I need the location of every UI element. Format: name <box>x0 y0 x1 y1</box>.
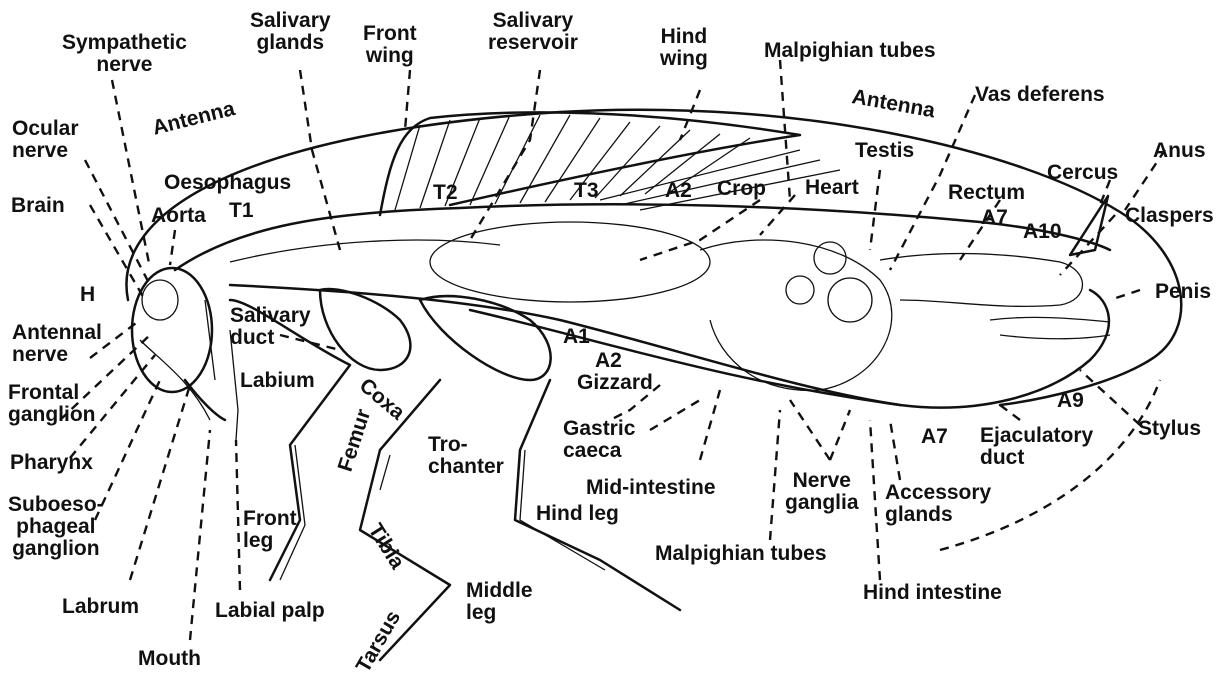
label-hind-intestine: Hind intestine <box>863 582 1002 604</box>
label-testis: Testis <box>855 140 914 162</box>
label-claspers: Claspers <box>1125 205 1214 227</box>
label-salivary-reservoir: Salivary reservoir <box>488 10 578 54</box>
label-nerve-ganglia: Nerve ganglia <box>785 470 859 514</box>
label-heart: Heart <box>805 177 859 199</box>
label-a7-top: A7 <box>981 207 1008 229</box>
label-mouth: Mouth <box>138 648 201 670</box>
label-a2-bottom: A2 <box>595 350 622 372</box>
label-stylus: Stylus <box>1138 418 1201 440</box>
label-a2-top: A2 <box>665 180 692 202</box>
label-anus: Anus <box>1153 140 1206 162</box>
head-shape <box>132 268 238 440</box>
label-gizzard: Gizzard <box>577 372 653 394</box>
label-oesophagus: Oesophagus <box>164 172 291 194</box>
label-rectum: Rectum <box>948 182 1025 204</box>
label-malpighian-tubes-top: Malpighian tubes <box>764 40 936 62</box>
label-mid-intestine: Mid-intestine <box>586 477 716 499</box>
label-vas-deferens: Vas deferens <box>975 84 1105 106</box>
hindgut-shape <box>880 253 1083 306</box>
label-gastric-caeca: Gastric caeca <box>563 418 635 462</box>
label-ocular-nerve: Ocular nerve <box>12 118 79 162</box>
label-a1: A1 <box>563 326 590 348</box>
label-t1: T1 <box>229 200 254 222</box>
label-hind-leg: Hind leg <box>536 503 619 525</box>
label-penis: Penis <box>1155 281 1211 303</box>
label-salivary-duct: Salivary duct <box>230 305 311 349</box>
label-h: H <box>80 284 95 306</box>
label-trochanter: Tro- chanter <box>428 434 504 478</box>
label-ejaculatory-duct: Ejaculatory duct <box>980 425 1093 469</box>
crop-shape <box>430 222 710 302</box>
label-accessory-glands: Accessory glands <box>885 482 991 526</box>
label-aorta: Aorta <box>151 205 206 227</box>
label-a7-bottom: A7 <box>921 426 948 448</box>
label-malpighian-tubes-bottom: Malpighian tubes <box>655 543 827 565</box>
label-salivary-glands: Salivary glands <box>250 10 331 54</box>
label-crop: Crop <box>717 178 766 200</box>
label-t3: T3 <box>574 180 599 202</box>
label-suboesophageal-ganglion: Suboeso- phageal ganglion <box>8 494 104 560</box>
label-hind-wing: Hind wing <box>660 26 708 70</box>
label-brain: Brain <box>11 195 65 217</box>
label-frontal-ganglion: Frontal ganglion <box>8 382 96 426</box>
label-pharynx: Pharynx <box>10 452 93 474</box>
label-sympathetic-nerve: Sympathetic nerve <box>62 32 187 76</box>
label-antennal-nerve: Antennal nerve <box>12 322 102 366</box>
label-a9: A9 <box>1057 390 1084 412</box>
label-cercus: Cercus <box>1047 162 1118 184</box>
label-a10: A10 <box>1023 221 1062 243</box>
label-labium: Labium <box>240 370 315 392</box>
label-labrum: Labrum <box>62 596 139 618</box>
label-t2: T2 <box>433 182 458 204</box>
label-middle-leg: Middle leg <box>466 580 533 624</box>
midgut-shape <box>700 240 892 390</box>
label-front-wing: Front wing <box>363 23 417 67</box>
label-front-leg: Front leg <box>243 508 297 552</box>
label-labial-palp: Labial palp <box>215 600 325 622</box>
